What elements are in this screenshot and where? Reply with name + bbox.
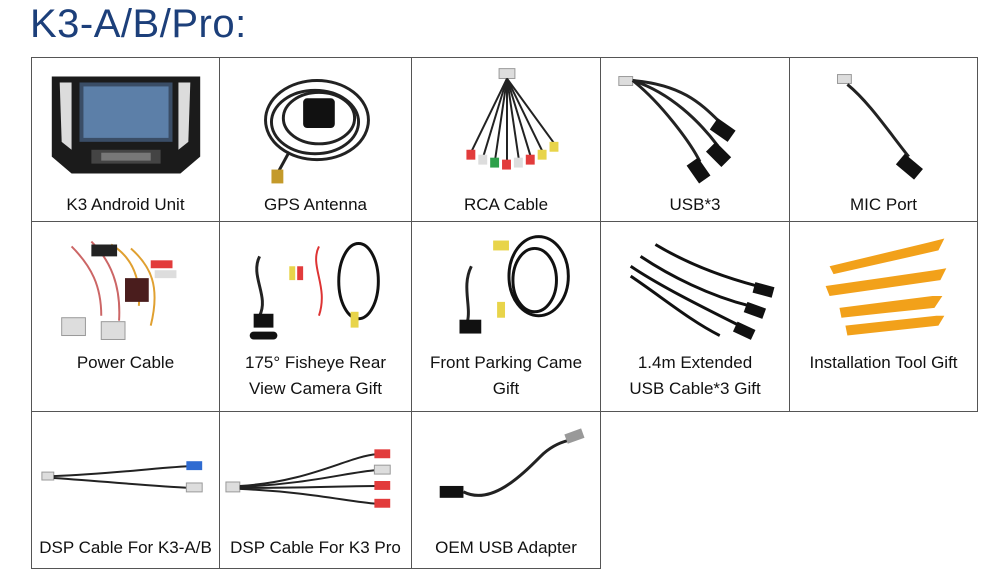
dsp-cable-pro-image (220, 416, 411, 546)
power-cable-image (32, 226, 219, 356)
usb-cable-image (601, 62, 789, 192)
item-rca-cable: RCA Cable (411, 57, 601, 222)
item-label: RCA Cable (463, 195, 549, 214)
item-label: DSP Cable For K3 Pro (230, 538, 401, 557)
front-camera-image (412, 226, 600, 356)
item-label: K3 Android Unit (66, 195, 185, 214)
item-label: Installation Tool Gift (809, 353, 958, 372)
item-front-camera: Front Parking Came Gift (411, 221, 601, 412)
item-label: GPS Antenna (263, 195, 368, 214)
item-label: USB*3 (669, 195, 721, 214)
item-dsp-cable-k3-ab: DSP Cable For K3-A/B (31, 411, 220, 569)
item-label: 175° Fisheye Rear View Camera Gift (220, 350, 411, 402)
item-mic-port: MIC Port (789, 57, 978, 222)
installation-tool-image (790, 226, 977, 356)
label-line-1: Front Parking Came (429, 353, 583, 372)
item-label: OEM USB Adapter (435, 538, 577, 557)
item-installation-tool: Installation Tool Gift (789, 221, 978, 412)
item-label: DSP Cable For K3-A/B (39, 538, 212, 557)
dsp-cable-ab-image (32, 416, 219, 546)
android-unit-image (32, 62, 219, 192)
item-label: 1.4m Extended USB Cable*3 Gift (601, 350, 789, 402)
item-power-cable: Power Cable (31, 221, 220, 412)
label-line-1: 1.4m Extended (637, 353, 753, 372)
item-label: Front Parking Came Gift (412, 350, 600, 402)
gps-antenna-image (220, 62, 411, 192)
rca-cable-image (412, 62, 600, 192)
rear-camera-image (220, 226, 411, 356)
item-k3-android-unit: K3 Android Unit (31, 57, 220, 222)
oem-usb-adapter-image (412, 416, 600, 546)
item-oem-usb-adapter: OEM USB Adapter (411, 411, 601, 569)
item-dsp-cable-k3-pro: DSP Cable For K3 Pro (219, 411, 412, 569)
item-extended-usb: 1.4m Extended USB Cable*3 Gift (600, 221, 790, 412)
extended-usb-image (601, 226, 789, 356)
mic-port-image (790, 62, 977, 192)
item-label: MIC Port (849, 195, 918, 214)
item-rear-camera: 175° Fisheye Rear View Camera Gift (219, 221, 412, 412)
label-line-2: USB Cable*3 Gift (629, 379, 761, 398)
label-line-1: 175° Fisheye Rear (245, 353, 386, 372)
item-label: Power Cable (76, 353, 175, 372)
page-title: K3-A/B/Pro: (30, 2, 247, 46)
label-line-2: View Camera Gift (249, 379, 382, 398)
item-usb-3: USB*3 (600, 57, 790, 222)
item-gps-antenna: GPS Antenna (219, 57, 412, 222)
label-line-2: Gift (492, 379, 520, 398)
